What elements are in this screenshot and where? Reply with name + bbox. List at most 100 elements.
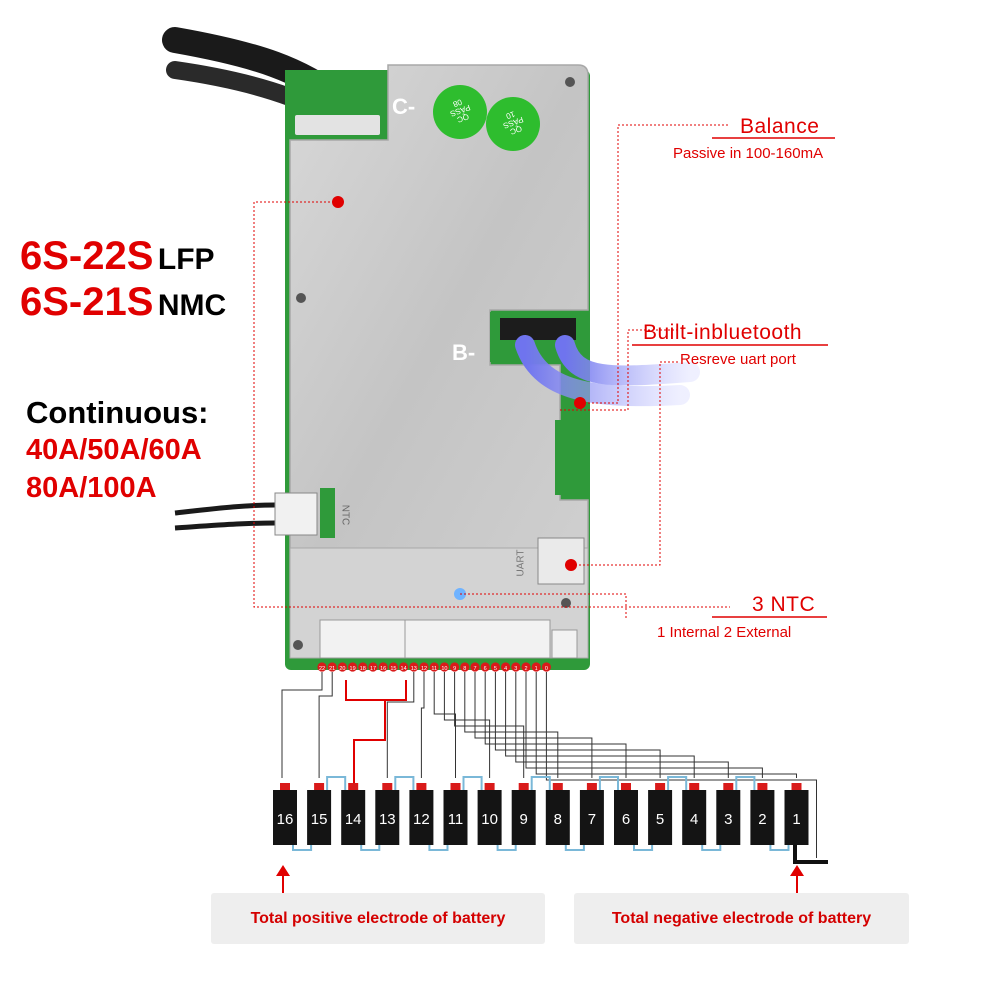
sense-wire — [474, 672, 593, 778]
battery-cell — [750, 790, 775, 845]
cell-number: 7 — [588, 811, 596, 828]
battery-cell — [682, 790, 707, 845]
connector-pin — [521, 662, 531, 672]
battery-cell — [545, 790, 570, 845]
connector-pin — [409, 662, 419, 672]
cell-link — [769, 845, 790, 851]
negative-electrode-label: Total negative electrode of battery — [574, 893, 909, 944]
bluetooth-title: Built-inbluetooth — [643, 321, 803, 344]
sense-wire — [420, 672, 425, 778]
battery-cell — [648, 790, 673, 845]
pin-number: 12 — [421, 666, 427, 672]
pin-number: 15 — [390, 666, 396, 672]
connector-pin — [511, 662, 521, 672]
battery-cell — [307, 790, 332, 845]
spec-lfp: 6S-22S LFP — [20, 234, 215, 278]
sense-wires — [281, 672, 817, 858]
sense-wire — [494, 672, 661, 778]
sense-wire — [505, 672, 695, 778]
ntc-connector — [174, 488, 335, 538]
uart-area — [537, 420, 590, 585]
ntc-detail: 1 Internal 2 External — [657, 624, 792, 641]
callout-lines — [253, 124, 730, 618]
cell-terminal — [348, 783, 359, 791]
pin-number: 8 — [463, 666, 466, 672]
sense-wire — [515, 672, 729, 778]
qc-stamps — [433, 85, 540, 151]
sense-wire — [545, 672, 817, 858]
cell-link — [735, 776, 756, 790]
battery-cell — [477, 790, 502, 845]
connector-pin — [378, 662, 388, 672]
cell-number: 5 — [656, 811, 664, 828]
connector-pin — [501, 662, 511, 672]
pin-number: 2 — [524, 666, 527, 672]
cell-number: 3 — [724, 811, 732, 828]
cell-number: 15 — [311, 811, 328, 828]
sense-wire — [318, 672, 333, 778]
cell-number: 16 — [277, 811, 294, 828]
cell-terminal — [586, 783, 597, 791]
cell-terminal — [621, 783, 631, 791]
pin-number: 7 — [473, 666, 476, 672]
sense-wire — [386, 672, 415, 778]
battery-cell — [614, 790, 638, 845]
cell-link — [428, 845, 449, 851]
bluetooth-cables — [515, 335, 700, 407]
battery-cell — [443, 790, 468, 845]
pin-number: 16 — [380, 666, 386, 672]
battery-cell — [341, 790, 366, 845]
cell-link — [496, 845, 517, 851]
pin-number: 18 — [360, 666, 366, 672]
connector-pin — [327, 662, 337, 672]
pin-number: 10 — [441, 666, 447, 672]
label-c-minus: C- — [392, 94, 416, 119]
battery-cell — [375, 790, 400, 845]
cell-terminal — [416, 783, 427, 791]
cell-links — [292, 776, 790, 851]
balance-detail: Passive in 100-160mA — [673, 145, 824, 162]
sense-wire — [535, 672, 797, 778]
label-ntc: NTC — [339, 504, 351, 526]
pin-number: 17 — [370, 666, 376, 672]
cell-terminal — [280, 783, 290, 791]
cell-terminal — [655, 783, 666, 791]
battery-cell — [579, 790, 604, 845]
cell-number: 12 — [413, 811, 430, 828]
pin-number: 9 — [453, 666, 456, 672]
cell-terminal — [484, 783, 495, 791]
sense-wire — [525, 672, 763, 778]
pin-number: 20 — [339, 666, 345, 672]
cell-number: 1 — [792, 811, 800, 828]
sense-wire — [484, 672, 627, 778]
cell-number: 10 — [481, 811, 498, 828]
battery-cell — [273, 790, 297, 845]
pin-number: 1 — [535, 666, 538, 672]
cell-link — [564, 845, 585, 851]
negative-lead — [793, 845, 828, 864]
connector-pin — [419, 662, 429, 672]
battery-cell — [511, 790, 536, 845]
spec-nmc: 6S-21S NMC — [20, 280, 227, 324]
cell-terminal — [314, 783, 325, 791]
connector-pin — [348, 662, 358, 672]
callout-underlines — [632, 137, 835, 618]
cell-terminal — [689, 783, 700, 791]
pin-number: 21 — [329, 666, 335, 672]
connector-pin — [439, 662, 449, 672]
connector-pin — [388, 662, 398, 672]
cell-terminal — [382, 783, 393, 791]
sense-wire — [464, 672, 559, 778]
pin-number: 13 — [411, 666, 417, 672]
pin-number: 4 — [504, 666, 507, 672]
connector-pin — [470, 662, 480, 672]
cell-link — [667, 776, 688, 790]
red-b14-wire — [345, 680, 407, 795]
pin-number: 5 — [494, 666, 497, 672]
cell-terminal — [518, 783, 529, 791]
cell-number: 13 — [379, 811, 396, 828]
sense-wire — [443, 672, 491, 778]
connector-pin — [480, 662, 490, 672]
